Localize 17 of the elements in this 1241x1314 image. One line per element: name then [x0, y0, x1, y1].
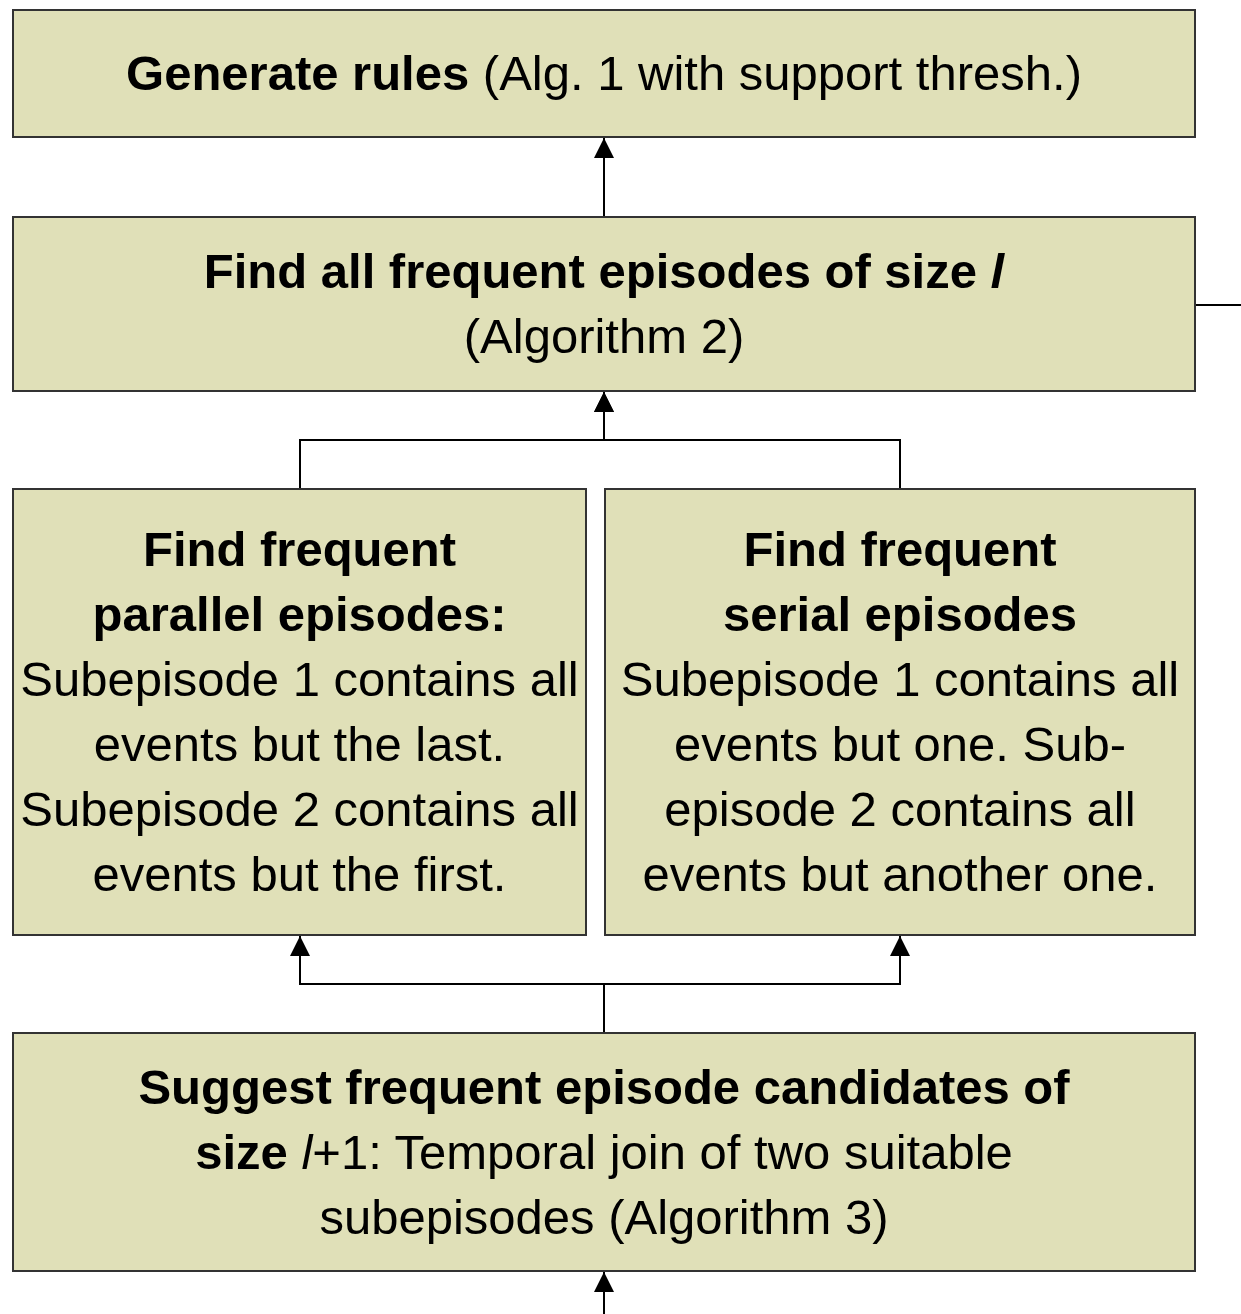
arrow — [594, 137, 614, 217]
box-text: Subepisode 1 contains all events but the last. Subepisode 2 contains all events but the first. — [20, 651, 579, 903]
process-box — [604, 488, 1196, 936]
process-box — [12, 488, 587, 936]
connector-line — [1195, 304, 1241, 306]
box-heading: Find all frequent episodes of size l — [203, 243, 1005, 300]
arrow — [594, 1271, 614, 1314]
arrow — [594, 391, 901, 489]
box-text: Suggest frequent episode candidates of size l+1: Temporal join of two suitable subepisodes (Algorithm 3) — [137, 1058, 1071, 1246]
box-heading: Find frequent parallel episodes: — [91, 521, 508, 643]
box-text: Generate rules (Alg. 1 with support thresh.) — [126, 45, 1082, 102]
process-box — [12, 216, 1196, 392]
process-box — [12, 9, 1196, 138]
process-box — [12, 1032, 1196, 1272]
box-text: Subepisode 1 contains all events but one. Sub-episode 2 contains all events but another one. — [619, 651, 1181, 903]
box-text: (Algorithm 2) — [463, 308, 745, 365]
box-heading: Find frequent serial episodes — [721, 521, 1079, 643]
